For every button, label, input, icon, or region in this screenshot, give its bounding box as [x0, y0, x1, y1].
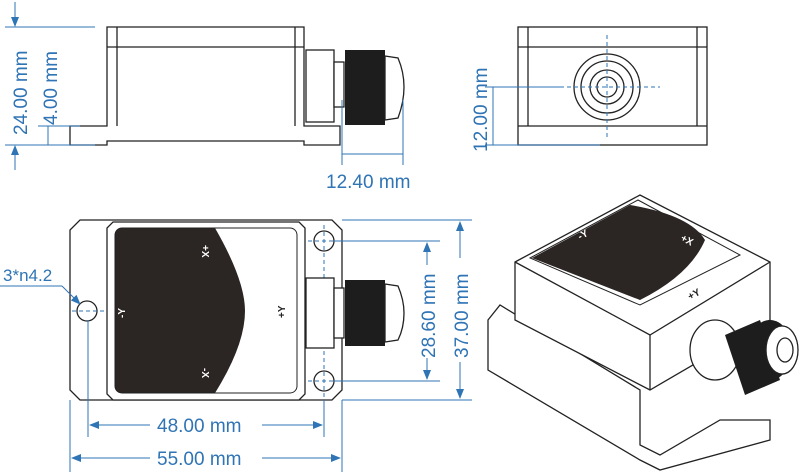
iso-axis-plus-y: +Y: [686, 287, 703, 303]
axis-minus-x: -X: [199, 368, 210, 378]
sensor-panel: [115, 228, 245, 393]
height-total-label: 24.00 mm: [11, 51, 32, 135]
gland-length-label: 12.40 mm: [326, 172, 410, 193]
iso-axis-plus-x: +X: [679, 233, 696, 249]
axis-minus-y: -Y: [117, 308, 128, 318]
width-total-label: 37.00 mm: [452, 274, 473, 358]
cable-gland-side: [305, 49, 405, 125]
hole-spacing-x-label: 48.00 mm: [157, 416, 241, 437]
front-view: 12.00 mm: [471, 26, 708, 152]
flange-height-label: 4.00 mm: [41, 51, 62, 125]
side-view: 24.00 mm 4.00 mm 12.40 mm: [5, 2, 410, 193]
length-total-label: 55.00 mm: [157, 449, 241, 470]
cable-gland-top: [305, 277, 405, 349]
gland-center-height-label: 12.00 mm: [471, 68, 492, 152]
isometric-view: -Y +X -X +Y: [487, 194, 799, 471]
top-view: +X -X -Y +Y 3*n4.2 48.00 mm 55.00 mm: [0, 219, 473, 472]
hole-spacing-y-label: 28.60 mm: [419, 274, 440, 358]
hole-spec-label: 3*n4.2: [3, 266, 52, 285]
axis-plus-y: +Y: [277, 305, 288, 318]
cable-gland-iso: [689, 319, 799, 395]
axis-plus-x: +X: [199, 245, 210, 258]
